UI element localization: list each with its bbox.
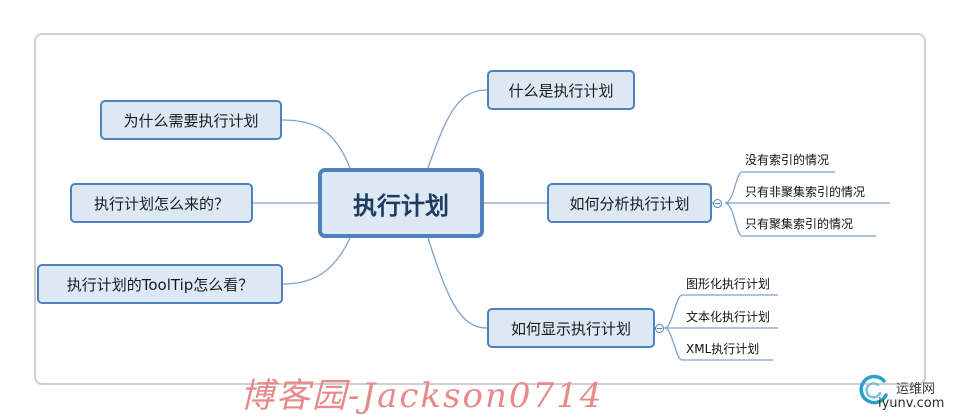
- subtopic-xml-plan[interactable]: XML执行计划: [686, 342, 760, 356]
- connector-line: [427, 237, 488, 329]
- central-topic-label: 执行计划: [353, 191, 449, 220]
- subtopic-text-plan[interactable]: 文本化执行计划: [686, 310, 771, 324]
- site-logo-icon: [859, 374, 888, 405]
- subtopic-no-index[interactable]: 没有索引的情况: [745, 153, 830, 167]
- topic-label: 执行计划的ToolTip怎么看？: [66, 275, 254, 294]
- topic-label: 为什么需要执行计划: [123, 111, 259, 130]
- site-logo-name: 运维网: [896, 382, 936, 397]
- topic-tooltip[interactable]: 执行计划的ToolTip怎么看？: [37, 264, 283, 304]
- subtopic-nonclustered-only[interactable]: 只有非聚集索引的情况: [745, 185, 866, 199]
- topic-what-is-plan[interactable]: 什么是执行计划: [487, 70, 635, 110]
- topic-label: 执行计划怎么来的？: [93, 194, 229, 213]
- subtopic-graphical-plan[interactable]: 图形化执行计划: [686, 277, 771, 291]
- topic-display-plan[interactable]: 如何显示执行计划: [487, 308, 655, 348]
- connector-line: [724, 202, 876, 237]
- connector-line: [724, 171, 835, 204]
- connector-line: [427, 89, 488, 169]
- topic-why-need-plan[interactable]: 为什么需要执行计划: [100, 100, 282, 140]
- connector-line: [281, 119, 351, 169]
- collapse-toggle-icon[interactable]: [713, 199, 722, 208]
- topic-label: 如何显示执行计划: [510, 319, 631, 338]
- topic-how-plan-comes[interactable]: 执行计划怎么来的？: [70, 183, 253, 223]
- subtopic-clustered-only[interactable]: 只有聚集索引的情况: [745, 217, 854, 231]
- connector-line: [664, 327, 773, 361]
- central-topic[interactable]: 执行计划: [318, 168, 484, 238]
- topic-analyze-plan[interactable]: 如何分析执行计划: [547, 183, 712, 223]
- topic-label: 什么是执行计划: [508, 81, 614, 100]
- topic-label: 如何分析执行计划: [569, 194, 690, 213]
- site-logo-domain: iyunv.com: [878, 396, 945, 411]
- collapse-toggle-icon[interactable]: [655, 324, 664, 333]
- connector-line: [664, 294, 778, 329]
- blog-watermark: 博客园-Jackson0714: [240, 376, 604, 416]
- connector-line: [282, 237, 351, 285]
